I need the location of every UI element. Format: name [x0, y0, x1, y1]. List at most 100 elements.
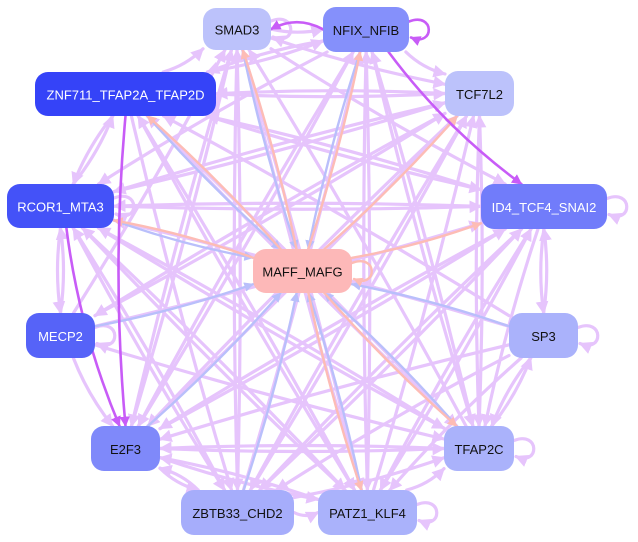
node-sp3[interactable]: SP3	[509, 313, 578, 358]
edges-layer	[52, 17, 629, 531]
edge-patz1-klf4-to-tcf7l2	[371, 114, 478, 492]
edge-maff-mafg-to-znf711-tfap2a-tfap2d	[146, 114, 282, 251]
edge-tcf7l2-to-tfap2c	[472, 114, 485, 428]
edge-smad3-to-zbtb33-chd2	[230, 48, 244, 492]
edge-mecp2-to-rcor1-mta3	[55, 226, 69, 315]
edge-tcf7l2-to-zbtb33-chd2	[248, 114, 469, 492]
edge-znf711-tfap2a-tfap2d-to-e2f3	[117, 114, 130, 428]
node-label: ID4_TCF4_SNAI2	[492, 200, 597, 215]
edge-rcor1-mta3-to-maff-mafg	[112, 219, 255, 261]
edge-tfap2c-to-nfix-nfib	[369, 50, 475, 428]
edge-sp3-to-id4-tcf4-snai2	[539, 227, 552, 315]
edge-nfix-nfib-to-patz1-klf4	[360, 50, 374, 492]
edge-nfix-nfib-to-e2f3	[136, 50, 355, 428]
node-label: NFIX_NFIB	[333, 23, 399, 38]
node-zbtb33-chd2[interactable]: ZBTB33_CHD2	[181, 490, 294, 535]
node-label: E2F3	[110, 442, 141, 457]
edge-maff-mafg-to-id4-tcf4-snai2	[350, 221, 483, 259]
edge-smad3-to-e2f3	[127, 48, 233, 428]
node-label: SMAD3	[215, 23, 260, 38]
edge-tfap2c-to-smad3	[247, 48, 468, 428]
node-znf711-tfap2a-tfap2d[interactable]: ZNF711_TFAP2A_TFAP2D	[35, 72, 216, 116]
edge-smad3-to-maff-mafg	[241, 48, 299, 251]
node-label: SP3	[531, 329, 556, 344]
node-mecp2[interactable]: MECP2	[26, 313, 95, 358]
edge-tfap2c-to-tcf7l2	[473, 114, 487, 428]
edge-zbtb33-chd2-to-tcf7l2	[248, 114, 469, 492]
nodes-layer: SMAD3 NFIX_NFIB ZNF711_TFAP2A_TFAP2D TCF…	[7, 7, 607, 535]
edge-znf711-tfap2a-tfap2d-to-smad3	[161, 47, 205, 74]
edge-nfix-nfib-to-tcf7l2	[404, 50, 447, 78]
edge-tfap2c-to-maff-mafg	[323, 291, 458, 428]
edge-tcf7l2-to-mecp2	[93, 111, 447, 318]
edge-mecp2-to-tfap2c	[93, 343, 446, 443]
edge-smad3-to-smad3	[269, 17, 293, 48]
edge-nfix-nfib-to-nfix-nfib	[407, 18, 431, 46]
edge-maff-mafg-to-nfix-nfib	[307, 50, 364, 251]
edge-rcor1-mta3-to-tfap2c	[96, 226, 446, 430]
edge-znf711-tfap2a-tfap2d-to-id4-tcf4-snai2	[205, 114, 483, 194]
node-label: MECP2	[38, 329, 83, 344]
edge-tfap2c-to-tfap2c	[512, 437, 536, 467]
edge-patz1-klf4-to-nfix-nfib	[360, 50, 373, 492]
edge-patz1-klf4-to-maff-mafg	[306, 291, 363, 492]
edge-nfix-nfib-to-smad3	[269, 20, 325, 31]
edge-tfap2c-to-rcor1-mta3	[96, 226, 446, 430]
node-e2f3[interactable]: E2F3	[91, 426, 160, 471]
edge-sp3-to-maff-mafg	[350, 281, 511, 328]
node-label: TCF7L2	[456, 87, 503, 102]
node-smad3[interactable]: SMAD3	[203, 8, 271, 50]
node-maff-mafg[interactable]: MAFF_MAFG	[253, 249, 352, 293]
edge-id4-tcf4-snai2-to-sp3	[535, 227, 549, 315]
edge-sp3-to-sp3	[576, 324, 600, 354]
node-label: ZNF711_TFAP2A_TFAP2D	[47, 88, 205, 103]
node-nfix-nfib[interactable]: NFIX_NFIB	[323, 7, 409, 52]
edge-mecp2-to-maff-mafg	[93, 282, 255, 328]
edge-maff-mafg-to-rcor1-mta3	[112, 217, 255, 259]
edge-zbtb33-chd2-to-maff-mafg	[242, 291, 300, 492]
edge-mecp2-to-mecp2	[93, 324, 117, 354]
node-id4-tcf4-snai2[interactable]: ID4_TCF4_SNAI2	[481, 184, 607, 229]
edge-mecp2-to-e2f3	[71, 356, 115, 428]
edge-sp3-to-znf711-tfap2a-tfap2d	[162, 114, 511, 318]
edge-e2f3-to-nfix-nfib	[136, 50, 355, 428]
edge-patz1-klf4-to-znf711-tfap2a-tfap2d	[136, 114, 357, 492]
node-tfap2c[interactable]: TFAP2C	[444, 426, 514, 471]
edge-patz1-klf4-to-e2f3	[158, 453, 320, 501]
edge-nfix-nfib-to-tfap2c	[370, 50, 476, 428]
edge-maff-mafg-to-maff-mafg	[350, 260, 373, 287]
node-patz1-klf4[interactable]: PATZ1_KLF4	[318, 490, 417, 535]
edge-nfix-nfib-to-rcor1-mta3	[97, 50, 329, 186]
edge-e2f3-to-maff-mafg	[146, 291, 282, 428]
edge-nfix-nfib-to-znf711-tfap2a-tfap2d	[205, 39, 325, 74]
edge-id4-tcf4-snai2-to-rcor1-mta3	[112, 199, 483, 213]
edge-znf711-tfap2a-tfap2d-to-maff-mafg	[146, 114, 282, 251]
edge-tfap2c-to-sp3	[490, 356, 533, 428]
edge-zbtb33-chd2-to-patz1-klf4	[292, 510, 320, 524]
edge-patz1-klf4-to-patz1-klf4	[415, 501, 439, 531]
edge-id4-tcf4-snai2-to-e2f3	[158, 227, 507, 431]
node-tcf7l2[interactable]: TCF7L2	[445, 71, 514, 116]
node-label: MAFF_MAFG	[262, 265, 342, 280]
edge-tcf7l2-to-rcor1-mta3	[112, 101, 447, 195]
node-rcor1-mta3[interactable]: RCOR1_MTA3	[7, 184, 114, 228]
edge-e2f3-to-id4-tcf4-snai2	[158, 227, 507, 431]
edge-nfix-nfib-to-id4-tcf4-snai2	[387, 50, 523, 186]
edge-rcor1-mta3-to-mecp2	[52, 226, 66, 315]
edge-znf711-tfap2a-tfap2d-to-patz1-klf4	[136, 114, 357, 492]
edge-id4-tcf4-snai2-to-id4-tcf4-snai2	[605, 195, 629, 225]
edge-maff-mafg-to-smad3	[240, 48, 298, 251]
edge-rcor1-mta3-to-id4-tcf4-snai2	[112, 200, 483, 214]
edge-zbtb33-chd2-to-smad3	[230, 48, 244, 492]
edge-id4-tcf4-snai2-to-zbtb33-chd2	[258, 227, 524, 492]
edge-maff-mafg-to-patz1-klf4	[307, 291, 364, 492]
edge-patz1-klf4-to-tfap2c	[405, 467, 446, 492]
edge-smad3-to-nfix-nfib	[269, 25, 325, 39]
edge-zbtb33-chd2-to-e2f3	[158, 464, 200, 492]
edge-maff-mafg-to-tcf7l2	[323, 114, 459, 251]
edge-maff-mafg-to-tfap2c	[323, 291, 458, 428]
edge-rcor1-mta3-to-tcf7l2	[112, 100, 447, 194]
edge-id4-tcf4-snai2-to-znf711-tfap2a-tfap2d	[205, 112, 483, 192]
edge-znf711-tfap2a-tfap2d-to-zbtb33-chd2	[129, 114, 235, 492]
